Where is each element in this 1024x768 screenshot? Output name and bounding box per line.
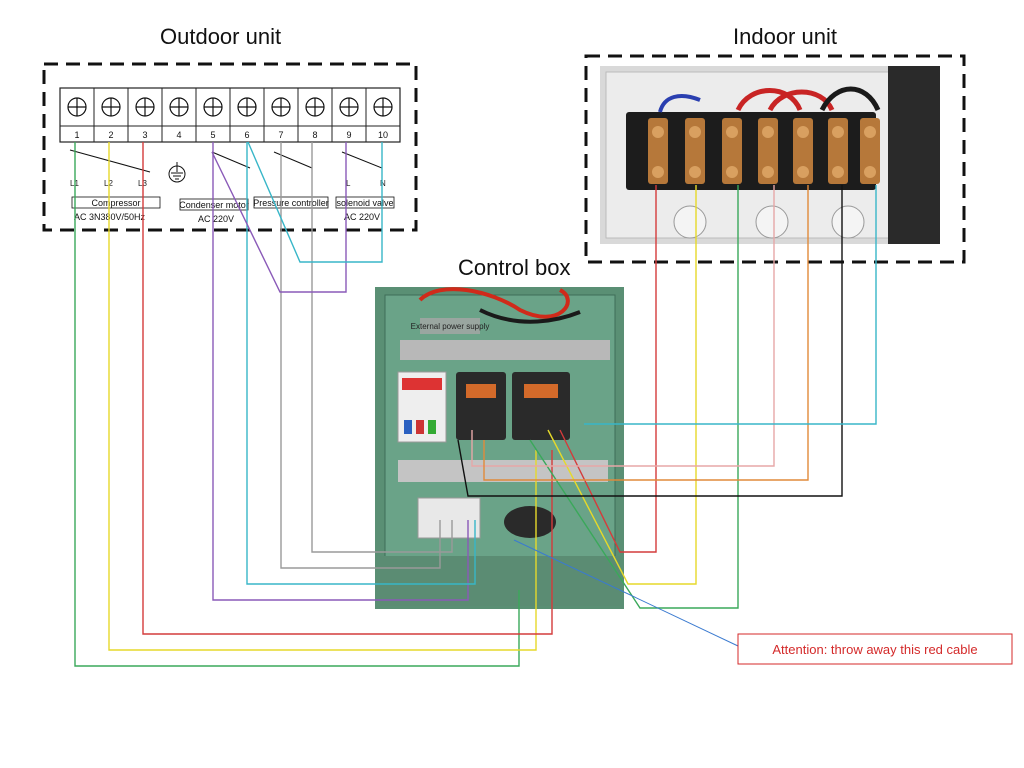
- compressor-spec: AC 3N380V/50Hz: [74, 212, 146, 222]
- outdoor-terminal-strip: 1 2 3 4 5 6 7 8 9 10: [59, 87, 401, 143]
- terminal-number: 9: [346, 130, 351, 140]
- indoor-terminal-icon: [648, 118, 668, 184]
- outdoor-components: L1 L2 L3 Compressor AC 3N380V/50Hz Conde…: [69, 149, 395, 224]
- wire: [142, 142, 553, 635]
- wire: [584, 185, 877, 425]
- wire: [471, 185, 775, 467]
- indoor-terminal-icon: [685, 118, 705, 184]
- terminal-number: 7: [278, 130, 283, 140]
- solenoid-valve-label: solenoid valve: [336, 198, 393, 208]
- attention-text: Attention: throw away this red cable: [772, 642, 977, 657]
- terminal-screw-icon: [339, 97, 359, 117]
- terminal-screw-icon: [271, 97, 291, 117]
- terminal-screw-icon: [237, 97, 257, 117]
- terminal-number: 3: [142, 130, 147, 140]
- indoor-terminal-icon: [828, 118, 848, 184]
- outdoor-unit-frame: [42, 62, 418, 232]
- pressure-controller-label: Pressure controller: [253, 198, 329, 208]
- terminal-screw-icon: [135, 97, 155, 117]
- indoor-terminal-icon: [722, 118, 742, 184]
- wire: [457, 185, 843, 497]
- terminal-number: 5: [210, 130, 215, 140]
- ground-icon: [168, 162, 186, 183]
- control-box-photo: External power supply: [375, 287, 624, 609]
- condenser-motor-label: Condenser motor: [179, 200, 249, 210]
- terminal-screw-icon: [203, 97, 223, 117]
- terminal-screw-icon: [101, 97, 121, 117]
- terminal-number: 8: [312, 130, 317, 140]
- solenoid-valve-spec: AC 220V: [344, 212, 380, 222]
- wire: [247, 141, 383, 263]
- terminal-screw-icon: [169, 97, 189, 117]
- terminal-number: 6: [244, 130, 249, 140]
- indoor-terminal-icon: [860, 118, 880, 184]
- wire: [311, 142, 453, 553]
- wire: [211, 142, 347, 293]
- terminal-number: 10: [378, 130, 388, 140]
- terminal-number: 4: [176, 130, 181, 140]
- indoor-terminal-icon: [793, 118, 813, 184]
- terminal-number: 1: [74, 130, 79, 140]
- condenser-motor-spec: AC 220V: [198, 214, 234, 224]
- compressor-label: Compressor: [91, 198, 140, 208]
- outdoor-unit-title: Outdoor unit: [160, 24, 281, 49]
- indoor-unit-frame: [584, 54, 966, 264]
- wire: [212, 142, 469, 601]
- solenoid-n-label: N: [380, 179, 386, 188]
- wire: [74, 142, 520, 667]
- indoor-unit-photo: [600, 66, 940, 244]
- solenoid-l-label: L: [346, 179, 351, 188]
- control-box-title: Control box: [458, 255, 571, 280]
- wire: [280, 142, 441, 569]
- control-box-plate-label: External power supply: [411, 322, 490, 331]
- wire: [246, 142, 476, 585]
- attention-callout: Attention: throw away this red cable: [513, 539, 1013, 665]
- terminal-screw-icon: [373, 97, 393, 117]
- terminal-screw-icon: [305, 97, 325, 117]
- wire: [529, 185, 739, 609]
- terminal-number: 2: [108, 130, 113, 140]
- indoor-terminal-icon: [758, 118, 778, 184]
- terminal-screw-icon: [67, 97, 87, 117]
- wire: [547, 185, 697, 585]
- indoor-unit-title: Indoor unit: [733, 24, 837, 49]
- wire: [559, 185, 657, 553]
- wire: [483, 185, 809, 481]
